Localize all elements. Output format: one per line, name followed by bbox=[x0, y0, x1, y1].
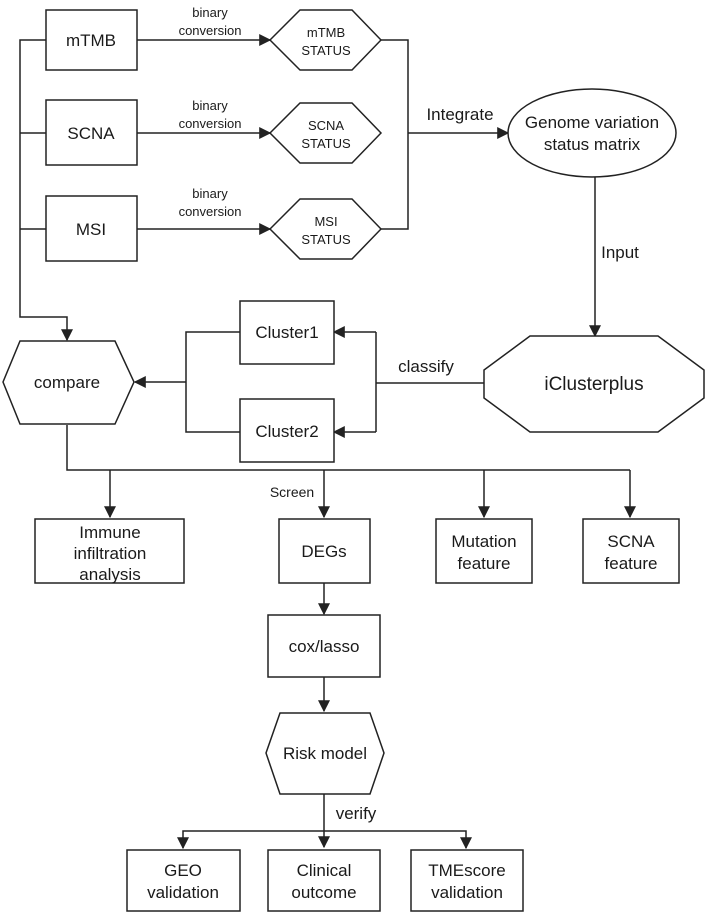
coxlasso-label: cox/lasso bbox=[289, 637, 360, 656]
edge-inputs-to-compare bbox=[19, 39, 73, 342]
scna-feature-line2: feature bbox=[605, 554, 658, 573]
scna-feature-box bbox=[582, 518, 680, 584]
cluster1-label: Cluster1 bbox=[255, 323, 318, 342]
node-scna: SCNA bbox=[45, 99, 138, 166]
node-immune: Immune infiltration analysis bbox=[34, 518, 185, 584]
genome-matrix-line1: Genome variation bbox=[525, 113, 659, 132]
screen-label: Screen bbox=[270, 484, 314, 500]
coxlasso-box bbox=[267, 614, 381, 678]
node-cluster2: Cluster2 bbox=[239, 398, 335, 463]
genome-matrix-shape bbox=[507, 88, 677, 178]
risk-model-shape bbox=[265, 712, 385, 795]
scna-label: SCNA bbox=[67, 124, 115, 143]
icluster-label: iClusterplus bbox=[544, 374, 643, 395]
node-msi-status: MSI STATUS bbox=[268, 198, 383, 260]
verify-label: verify bbox=[336, 804, 377, 823]
mtmb-label: mTMB bbox=[66, 31, 116, 50]
clinical-box bbox=[267, 849, 381, 912]
binary-conversion-label-1b: conversion bbox=[179, 23, 242, 38]
msi-status-shape bbox=[268, 198, 383, 260]
scna-status-shape bbox=[268, 102, 383, 164]
clinical-line2: outcome bbox=[291, 883, 356, 902]
genome-matrix-line2: status matrix bbox=[544, 135, 641, 154]
immune-line1: Immune bbox=[79, 523, 140, 542]
mtmb-status-line1: mTMB bbox=[307, 25, 345, 40]
risk-model-label: Risk model bbox=[283, 744, 367, 763]
node-genome-matrix: Genome variation status matrix bbox=[507, 88, 677, 178]
node-coxlasso: cox/lasso bbox=[267, 614, 381, 678]
geo-box bbox=[126, 849, 241, 912]
node-compare: compare bbox=[2, 340, 135, 425]
node-degs: DEGs bbox=[278, 518, 371, 584]
mutation-box bbox=[435, 518, 533, 584]
immune-box bbox=[34, 518, 185, 584]
geo-line2: validation bbox=[147, 883, 219, 902]
cluster2-box bbox=[239, 398, 335, 463]
edge-labels: binary conversion binary conversion bina… bbox=[179, 5, 640, 823]
node-icluster: iClusterplus bbox=[483, 335, 705, 433]
node-risk-model: Risk model bbox=[265, 712, 385, 795]
node-scna-feature: SCNA feature bbox=[582, 518, 680, 584]
icluster-shape bbox=[483, 335, 705, 433]
classify-label: classify bbox=[398, 357, 454, 376]
msi-box bbox=[45, 195, 138, 262]
tmescore-line2: validation bbox=[431, 883, 503, 902]
edge-status-bracket bbox=[381, 39, 409, 230]
tmescore-line1: TMEscore bbox=[428, 861, 505, 880]
edge-compare-bus bbox=[66, 425, 630, 471]
node-msi: MSI bbox=[45, 195, 138, 262]
immune-line3: analysis bbox=[79, 565, 140, 584]
scna-status-line1: SCNA bbox=[308, 118, 344, 133]
compare-shape bbox=[2, 340, 135, 425]
node-mtmb-status: mTMB STATUS bbox=[268, 9, 383, 71]
binary-conversion-label-3b: conversion bbox=[179, 204, 242, 219]
scna-status-line2: STATUS bbox=[301, 136, 351, 151]
binary-conversion-label-1a: binary bbox=[192, 5, 228, 20]
scna-feature-line1: SCNA bbox=[607, 532, 655, 551]
mtmb-status-line2: STATUS bbox=[301, 43, 351, 58]
node-mutation: Mutation feature bbox=[435, 518, 533, 584]
node-mtmb: mTMB bbox=[45, 9, 138, 71]
mtmb-box bbox=[45, 9, 138, 71]
scna-box bbox=[45, 99, 138, 166]
compare-label: compare bbox=[34, 373, 100, 392]
cluster2-label: Cluster2 bbox=[255, 422, 318, 441]
geo-line1: GEO bbox=[164, 861, 202, 880]
node-cluster1: Cluster1 bbox=[239, 300, 335, 365]
connectors bbox=[19, 34, 636, 850]
mtmb-status-shape bbox=[268, 9, 383, 71]
msi-status-line1: MSI bbox=[314, 214, 337, 229]
immune-line2: infiltration bbox=[74, 544, 147, 563]
edge-clusters-bracket bbox=[185, 331, 240, 433]
node-geo: GEO validation bbox=[126, 849, 241, 912]
degs-box bbox=[278, 518, 371, 584]
tmescore-box bbox=[410, 849, 524, 912]
binary-conversion-label-2a: binary bbox=[192, 98, 228, 113]
binary-conversion-label-3a: binary bbox=[192, 186, 228, 201]
mutation-line1: Mutation bbox=[451, 532, 516, 551]
node-clinical: Clinical outcome bbox=[267, 849, 381, 912]
msi-status-line2: STATUS bbox=[301, 232, 351, 247]
integrate-label: Integrate bbox=[426, 105, 493, 124]
clinical-line1: Clinical bbox=[297, 861, 352, 880]
node-tmescore: TMEscore validation bbox=[410, 849, 524, 912]
input-label: Input bbox=[601, 243, 639, 262]
node-scna-status: SCNA STATUS bbox=[268, 102, 383, 164]
binary-conversion-label-2b: conversion bbox=[179, 116, 242, 131]
msi-label: MSI bbox=[76, 220, 106, 239]
degs-label: DEGs bbox=[301, 542, 346, 561]
mutation-line2: feature bbox=[458, 554, 511, 573]
cluster1-box bbox=[239, 300, 335, 365]
